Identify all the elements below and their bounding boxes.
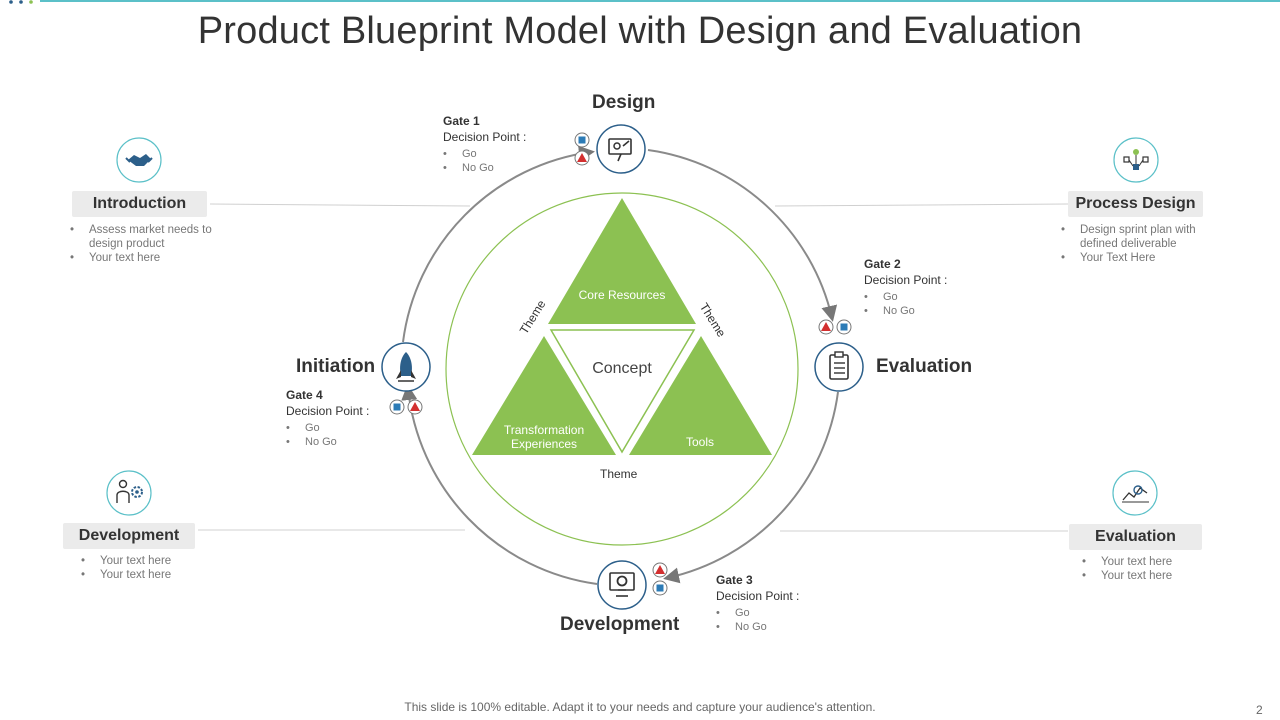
triangle-transformation <box>472 336 616 455</box>
design-icon <box>596 124 646 174</box>
card-title-evaluation: Evaluation <box>1069 524 1202 550</box>
gate1-markers <box>574 132 590 166</box>
gate-option: Go <box>286 421 369 435</box>
connector-introduction <box>209 203 471 207</box>
list-item: Assess market needs to design product <box>70 223 215 251</box>
top-accent-line <box>40 0 1280 2</box>
gate-option: No Go <box>864 304 947 318</box>
gate-option: Go <box>716 606 799 620</box>
arc-development-to-initiation <box>401 384 598 585</box>
card-list-introduction: Assess market needs to design product Yo… <box>70 223 215 265</box>
list-item: Your text here <box>81 554 201 568</box>
gate-option: Go <box>443 147 526 161</box>
gate3-markers <box>652 562 668 596</box>
stage-label-initiation: Initiation <box>296 356 376 377</box>
gate-label: Decision Point : <box>286 404 370 418</box>
gate-title: Gate 4 <box>286 388 323 402</box>
gate-option: No Go <box>443 161 526 175</box>
card-title-introduction: Introduction <box>72 191 207 217</box>
gate-option: Go <box>864 290 947 304</box>
handshake-icon <box>116 137 162 183</box>
card-list-development: Your text here Your text here <box>81 554 201 582</box>
list-item: Your text here <box>70 251 215 265</box>
card-list-process-design: Design sprint plan with defined delivera… <box>1061 223 1211 265</box>
gate-title: Gate 2 <box>864 257 901 271</box>
arc-design-to-evaluation <box>647 149 838 322</box>
core-resources-label: Core Resources <box>578 288 666 302</box>
theme-label-bottom: Theme <box>600 467 638 481</box>
network-icon <box>1113 137 1159 183</box>
gate-4: Gate 4 Decision Point : Go No Go <box>286 387 369 449</box>
page-number: 2 <box>1256 703 1263 717</box>
arc-evaluation-to-development <box>663 391 839 584</box>
chart-icon <box>1112 470 1158 516</box>
card-title-process-design: Process Design <box>1068 191 1203 217</box>
gate-3: Gate 3 Decision Point : Go No Go <box>716 572 799 634</box>
concept-label: Concept <box>592 360 652 377</box>
list-item: Your Text Here <box>1061 251 1211 265</box>
gate2-markers <box>818 319 852 335</box>
inner-circle <box>445 192 799 546</box>
corner-dots <box>9 0 33 4</box>
gate-title: Gate 1 <box>443 114 480 128</box>
transformation-experiences-label: Transformation Experiences <box>503 423 585 451</box>
arc-initiation-to-design <box>402 145 595 343</box>
gate-title: Gate 3 <box>716 573 753 587</box>
card-list-evaluation: Your text here Your text here <box>1082 555 1202 583</box>
footer-note: This slide is 100% editable. Adapt it to… <box>404 700 876 714</box>
list-item: Your text here <box>1082 569 1202 583</box>
stage-label-design: Design <box>592 92 656 113</box>
gate-option: No Go <box>716 620 799 634</box>
page-title: Product Blueprint Model with Design and … <box>197 10 1083 52</box>
list-item: Design sprint plan with defined delivera… <box>1061 223 1211 251</box>
initiation-rocket-icon <box>381 342 431 392</box>
gate-2: Gate 2 Decision Point : Go No Go <box>864 256 947 318</box>
gate-1: Gate 1 Decision Point : Go No Go <box>443 113 526 175</box>
gear-head-icon <box>106 470 152 516</box>
gate4-markers <box>389 399 423 415</box>
gate-option: No Go <box>286 435 369 449</box>
tools-label: Tools <box>685 435 714 449</box>
list-item: Your text here <box>81 568 201 582</box>
stage-label-evaluation: Evaluation <box>876 356 973 377</box>
development-computer-icon <box>597 560 647 610</box>
triangle-core-resources <box>548 198 696 324</box>
gate-label: Decision Point : <box>716 589 800 603</box>
connector-process-design <box>774 203 1069 207</box>
stage-label-development: Development <box>560 614 680 635</box>
card-title-development: Development <box>63 523 195 549</box>
gate-label: Decision Point : <box>443 130 527 144</box>
triangle-tools <box>629 336 772 455</box>
list-item: Your text here <box>1082 555 1202 569</box>
gate-label: Decision Point : <box>864 273 948 287</box>
evaluation-clipboard-icon <box>814 342 864 392</box>
triangle-concept <box>549 329 696 454</box>
